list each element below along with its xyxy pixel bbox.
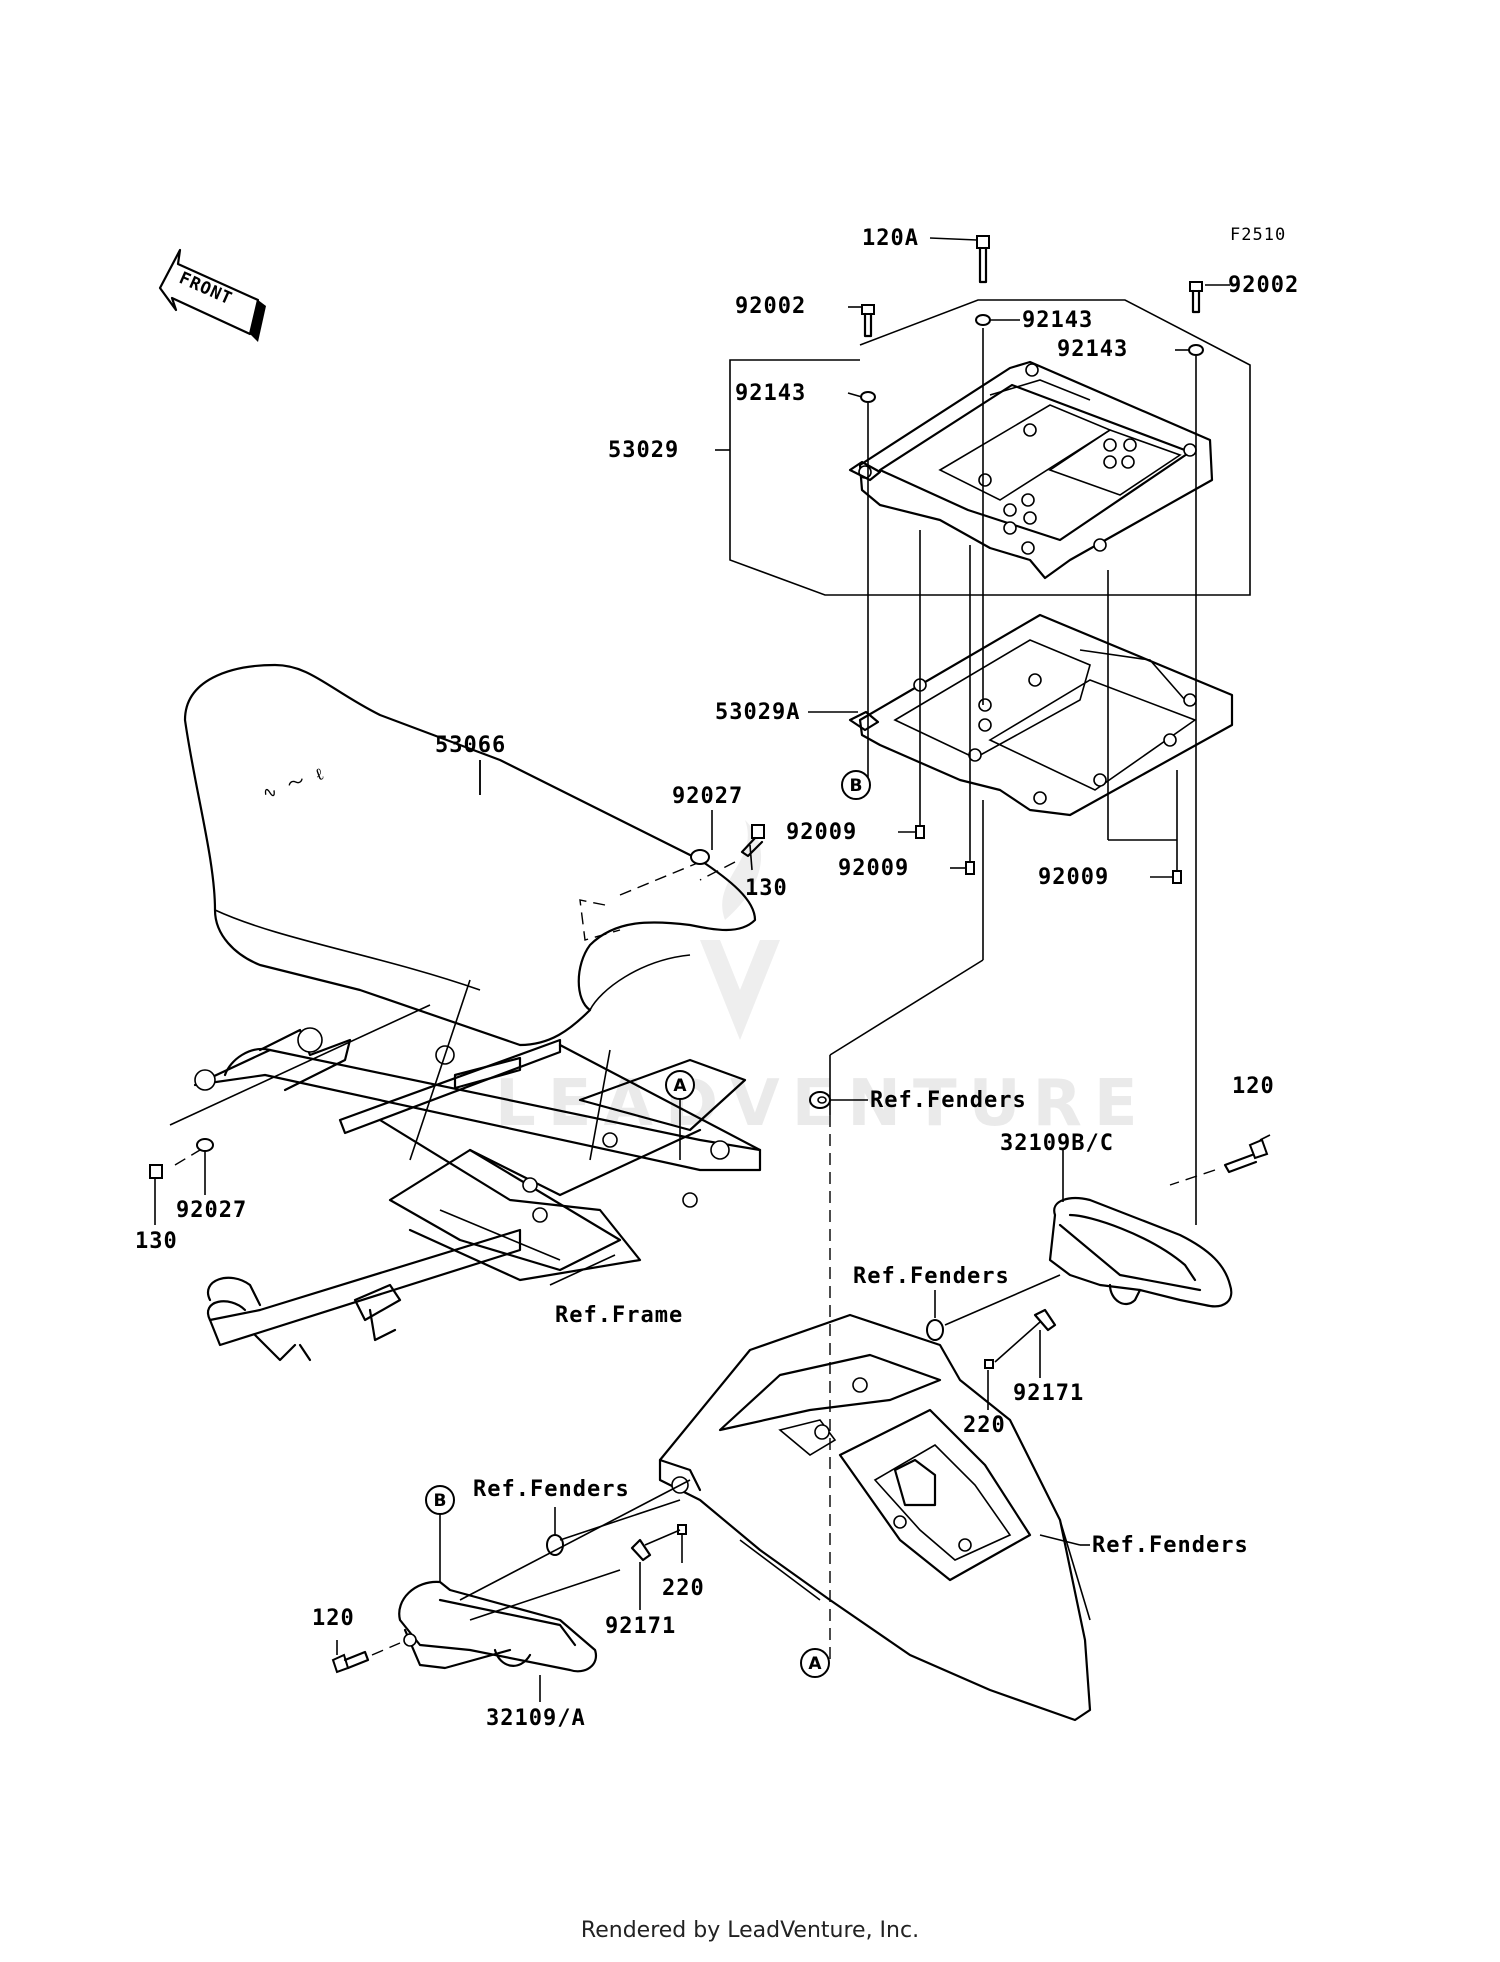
grab-bar-32109A [331, 1479, 691, 1674]
callout-A-lower: A [800, 1648, 830, 1678]
label-92009-2: 92009 [838, 856, 909, 881]
label-92002-left: 92002 [735, 294, 806, 319]
carrier-53029A [848, 613, 1234, 817]
svg-text:B: B [434, 1491, 447, 1511]
label-120-left: 120 [312, 1606, 355, 1631]
label-ref-fenders-3: Ref.Fenders [473, 1477, 630, 1502]
assembly-lines [829, 328, 1197, 1665]
label-ref-fenders-2: Ref.Fenders [853, 1264, 1010, 1289]
carrier-53029 [729, 299, 1251, 596]
watermark-flame [722, 820, 762, 920]
label-53029: 53029 [608, 438, 679, 463]
label-92009-1: 92009 [786, 820, 857, 845]
label-220-left: 220 [662, 1576, 705, 1601]
label-92027-left: 92027 [176, 1198, 247, 1223]
label-130-left: 130 [135, 1229, 178, 1254]
label-32109A: 32109/A [486, 1706, 586, 1731]
seat-53066: ∿ 〜 ℓ [183, 663, 757, 1047]
callout-A-upper: A [665, 1070, 695, 1160]
label-92143-center: 92143 [1022, 308, 1093, 333]
rear-fender [658, 1313, 1092, 1722]
front-arrow-icon: FRONT [158, 248, 266, 342]
label-ref-fenders-1: Ref.Fenders [870, 1088, 1027, 1113]
label-32109BC: 32109B/C [1000, 1131, 1114, 1156]
label-120A: 120A [862, 226, 919, 251]
label-92143-right: 92143 [1057, 337, 1128, 362]
label-53066: 53066 [435, 733, 506, 758]
label-ref-frame: Ref.Frame [555, 1303, 683, 1328]
label-leaders [154, 237, 1271, 1702]
grab-bar-right-hardware [926, 1274, 1061, 1369]
label-130-top: 130 [745, 876, 788, 901]
diagram-code: F2510 [1230, 225, 1286, 245]
render-credit: Rendered by LeadVenture, Inc. [580, 1918, 920, 1943]
label-92009-3: 92009 [1038, 865, 1109, 890]
seat-marking-icon: ∿ 〜 ℓ [260, 764, 328, 805]
label-92171-left: 92171 [605, 1614, 676, 1639]
svg-text:A: A [673, 1076, 687, 1096]
fender-washer-hole [817, 1096, 827, 1104]
label-92002-right: 92002 [1228, 273, 1299, 298]
callout-B-upper: B [841, 770, 871, 800]
label-92171-right: 92171 [1013, 1381, 1084, 1406]
frame [169, 979, 762, 1362]
label-92027-top: 92027 [672, 784, 743, 809]
watermark-logo [700, 940, 780, 1040]
label-53029A: 53029A [715, 700, 800, 725]
label-220-right: 220 [963, 1413, 1006, 1438]
carrier-hardware [860, 235, 1204, 884]
grab-bar-32109BC [1048, 1138, 1269, 1308]
part-labels: 120A 92002 92002 92143 92143 92143 53029… [135, 226, 1299, 1731]
label-ref-fenders-4: Ref.Fenders [1092, 1533, 1249, 1558]
label-120-right: 120 [1232, 1074, 1275, 1099]
callout-B-lower: B [425, 1485, 455, 1582]
label-92143-left: 92143 [735, 381, 806, 406]
svg-text:A: A [808, 1654, 822, 1674]
svg-text:B: B [850, 776, 863, 796]
